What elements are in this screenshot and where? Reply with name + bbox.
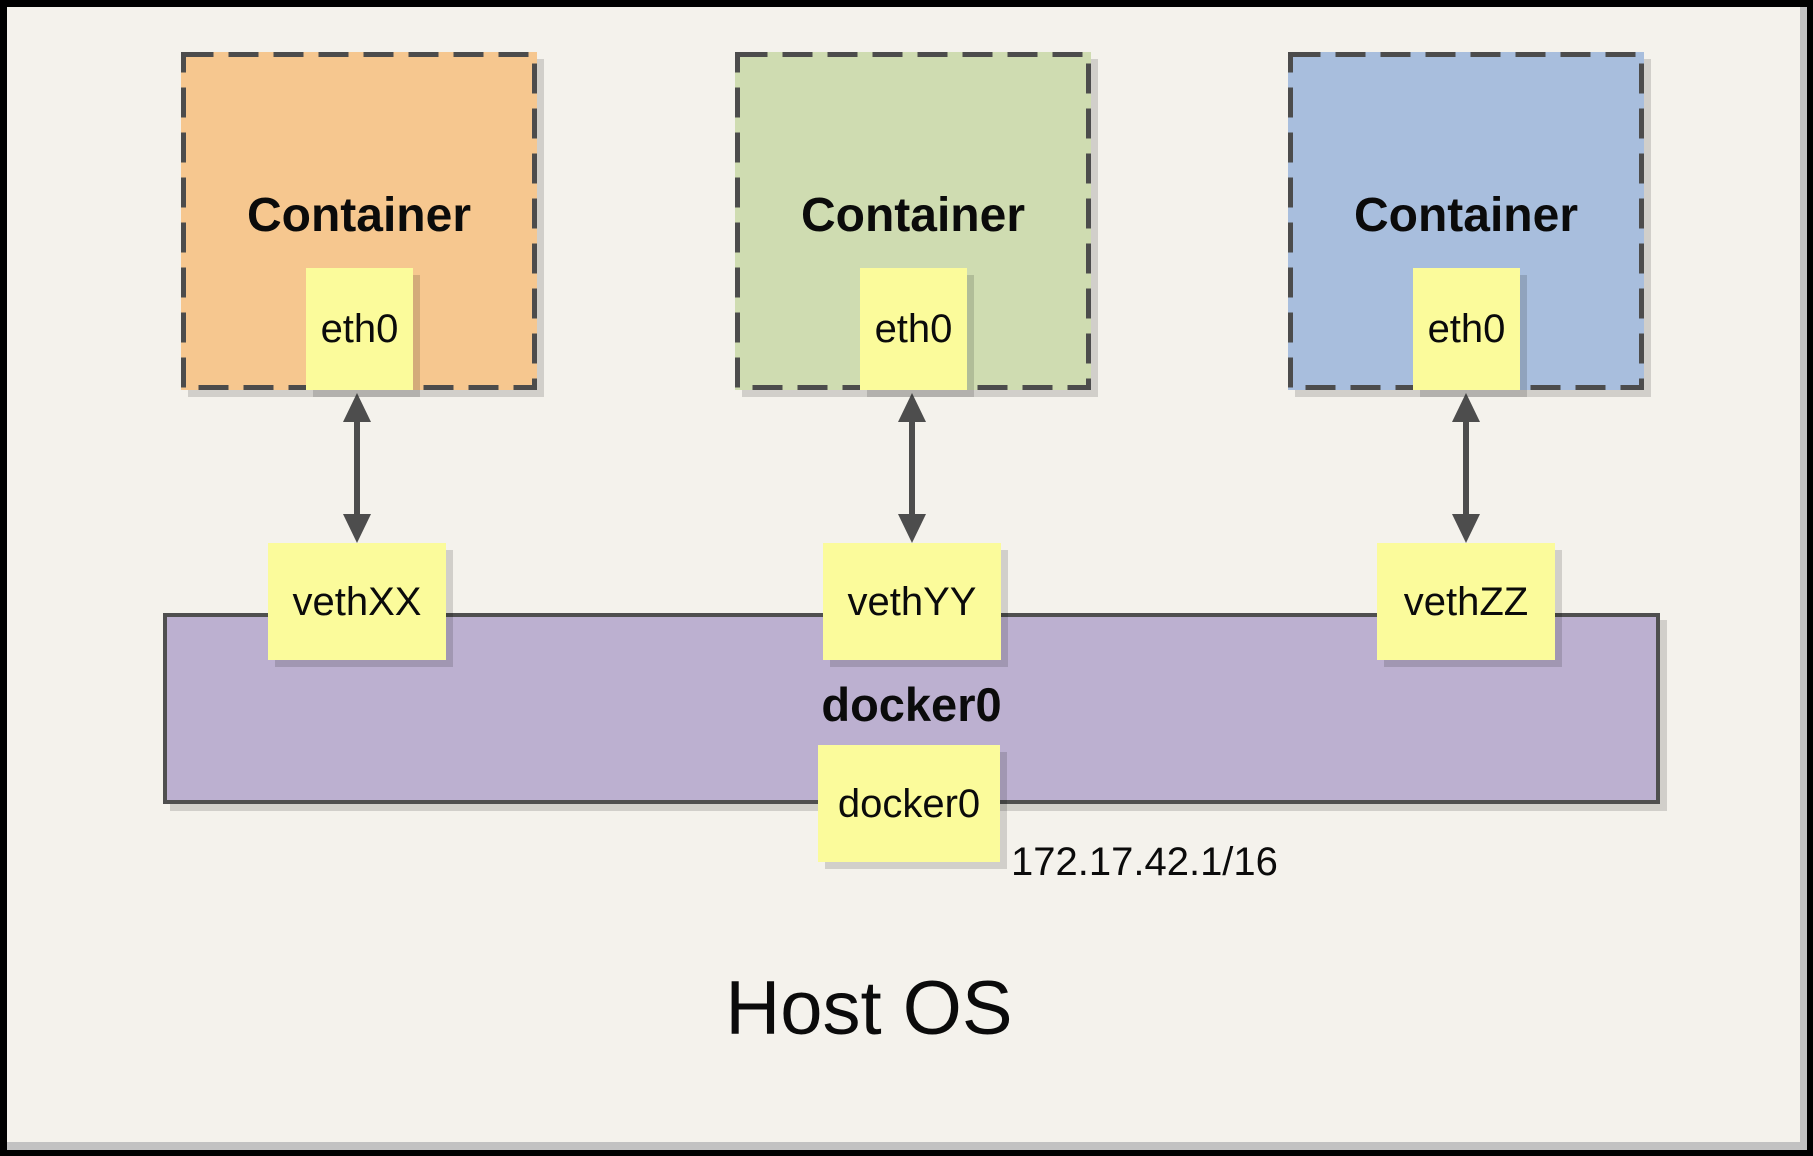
container-label: Container — [800, 189, 1025, 242]
bidirectional-arrow-1 — [343, 393, 371, 543]
docker0-interface-label: docker0 — [837, 781, 981, 826]
container-label: Container — [1353, 189, 1578, 242]
vethyy-label: vethYY — [847, 579, 977, 624]
container-label: Container — [246, 189, 471, 242]
container-box-1: Container eth0 — [181, 52, 537, 390]
docker0-interface-box: docker0 — [818, 745, 1000, 862]
diagram-canvas: Container eth0 Container eth0 — [7, 7, 1800, 1142]
eth0-box-2: eth0 — [860, 268, 967, 390]
container-box-2: Container eth0 — [735, 52, 1091, 390]
container-box-3: Container eth0 — [1288, 52, 1644, 390]
vethyy-box: vethYY — [823, 543, 1001, 660]
bidirectional-arrow-3 — [1452, 393, 1480, 543]
eth0-box-1: eth0 — [306, 268, 413, 390]
eth0-label: eth0 — [1427, 307, 1506, 351]
bridge-ip-address: 172.17.42.1/16 — [1011, 840, 1278, 884]
bidirectional-arrow-2 — [898, 393, 926, 543]
eth0-label: eth0 — [320, 307, 399, 351]
vethxx-box: vethXX — [268, 543, 446, 660]
eth0-label: eth0 — [874, 307, 953, 351]
vethxx-label: vethXX — [292, 579, 422, 624]
host-os-label: Host OS — [725, 966, 1013, 1051]
eth0-box-3: eth0 — [1413, 268, 1520, 390]
vethzz-box: vethZZ — [1377, 543, 1555, 660]
docker0-bridge-label: docker0 — [821, 678, 1002, 731]
canvas-shadow: Container eth0 Container eth0 — [7, 7, 1807, 1150]
vethzz-label: vethZZ — [1403, 579, 1529, 624]
